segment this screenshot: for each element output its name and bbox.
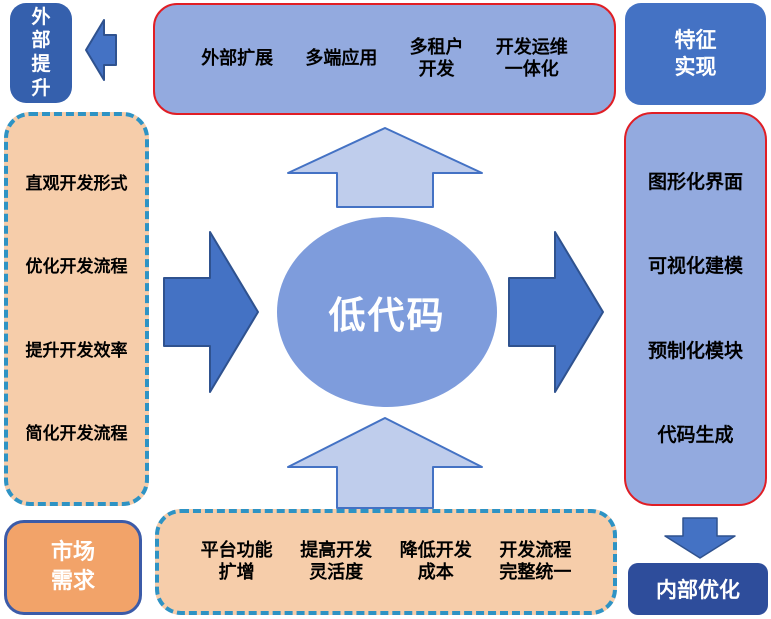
arrow-down-icon <box>663 516 737 560</box>
arrow-left-icon <box>84 17 118 83</box>
external-boost-label: 外 部 提 升 <box>31 5 51 99</box>
internal-optimization-box: 内部优化 <box>628 563 768 615</box>
right-list-item: 图形化界面 <box>647 170 743 193</box>
lowcode-label: 低代码 <box>328 294 446 337</box>
left-list-item: 直观开发形式 <box>25 173 128 194</box>
left-list-item: 简化开发流程 <box>25 424 128 445</box>
right-list-item: 可视化建模 <box>647 255 743 278</box>
demand-list-box: 平台功能 扩增 提高开发 灵活度 降低开发 成本 开发流程 完整统一 <box>155 509 617 615</box>
bottom-box-item: 开发流程 完整统一 <box>499 540 572 583</box>
market-benefit-list: 直观开发形式 优化开发流程 提升开发效率 简化开发流程 <box>4 112 149 506</box>
external-boost-box: 外 部 提 升 <box>10 3 72 103</box>
right-list-item: 代码生成 <box>657 424 734 447</box>
market-demand-label: 市场 需求 <box>50 539 95 594</box>
feature-implementation-box: 特征 实现 <box>625 3 766 105</box>
internal-optimization-label: 内部优化 <box>656 578 740 602</box>
feature-implementation-label: 特征 实现 <box>674 27 717 79</box>
arrow-up-top-icon <box>285 126 485 209</box>
top-box-item: 开发运维 一体化 <box>495 37 568 80</box>
top-box-item: 多租户 开发 <box>409 37 464 80</box>
arrow-right-left-icon <box>162 226 262 398</box>
left-list-item: 优化开发流程 <box>25 257 128 278</box>
market-demand-box: 市场 需求 <box>4 520 142 615</box>
top-box-item: 多端应用 <box>305 48 378 70</box>
bottom-box-item: 提高开发 灵活度 <box>300 540 373 583</box>
bottom-box-item: 降低开发 成本 <box>399 540 472 583</box>
feature-list: 图形化界面 可视化建模 预制化模块 代码生成 <box>624 112 767 506</box>
lowcode-ellipse: 低代码 <box>277 217 497 407</box>
arrow-up-bottom-icon <box>285 416 485 510</box>
bottom-box-item: 平台功能 扩增 <box>200 540 273 583</box>
external-expansion-box: 外部扩展 多端应用 多租户 开发 开发运维 一体化 <box>153 3 616 115</box>
right-list-item: 预制化模块 <box>647 339 743 362</box>
arrow-right-right-icon <box>507 226 607 398</box>
left-list-item: 提升开发效率 <box>25 340 128 361</box>
top-box-item: 外部扩展 <box>201 48 274 70</box>
